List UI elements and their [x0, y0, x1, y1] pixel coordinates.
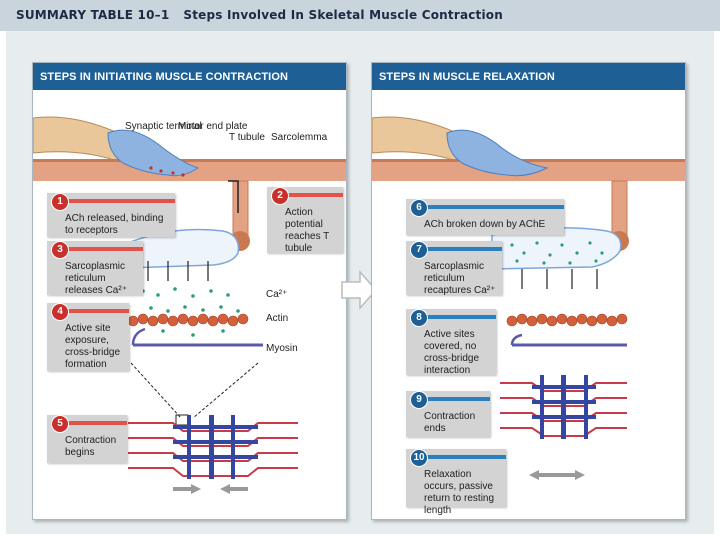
label-synaptic-terminal: Synaptic terminal [125, 121, 202, 132]
step-1-box: 1 ACh released, binding to receptors [47, 193, 175, 237]
actin-filament [506, 313, 628, 327]
summary-table-title: Steps Involved In Skeletal Muscle Contra… [183, 8, 503, 22]
step-5-box: 5 Contraction begins [47, 415, 127, 463]
summary-table-label: SUMMARY TABLE 10–1 [16, 8, 170, 22]
ach-dot [159, 169, 163, 173]
sarcolemma-edge [372, 159, 685, 162]
ach-dot [149, 166, 153, 170]
step-4-box: 4 Active site exposure, cross-bridge for… [47, 303, 129, 371]
step-bar [287, 193, 343, 197]
myosin-head [131, 327, 146, 346]
header-title: SUMMARY TABLE 10–1 Steps Involved In Skel… [16, 8, 503, 22]
sarcolemma-edge [33, 159, 346, 162]
step-4-text: Active site exposure, cross-bridge forma… [65, 323, 121, 370]
step-7-text: Sarcoplasmic reticulum recaptures Ca²⁺ [424, 261, 496, 296]
label-calcium: Ca²⁺ [266, 289, 288, 300]
relaxation-arrowhead-right [575, 470, 585, 480]
step-4-number: 4 [51, 303, 69, 321]
left-panel-title: STEPS IN INITIATING MUSCLE CONTRACTION [33, 63, 346, 90]
step-bar [67, 247, 143, 251]
step-10-number: 10 [410, 449, 428, 467]
actin-filament [127, 313, 249, 327]
step-10-box: 10 Relaxation occurs, passive return to … [406, 449, 506, 516]
step-1-number: 1 [51, 193, 69, 211]
calcium-dots [141, 287, 240, 337]
step-bar [426, 315, 496, 319]
relaxation-arrowhead-left [529, 470, 539, 480]
step-8-box: 8 Active sites covered, no cross-bridge … [406, 309, 496, 376]
ach-dot [171, 171, 175, 175]
label-actin: Actin [266, 313, 289, 324]
step-bar [67, 309, 129, 313]
step-bar [67, 199, 175, 203]
step-5-number: 5 [51, 415, 69, 433]
action-potential-arrow [228, 180, 239, 213]
label-myosin: Myosin [266, 343, 298, 354]
label-motor-end-plate: Motor end plate [178, 121, 248, 132]
step-1-text: ACh released, binding to receptors [65, 213, 164, 236]
sarcomere-relaxed [500, 375, 627, 439]
zoom-line [130, 362, 182, 419]
right-panel-title: STEPS IN MUSCLE RELAXATION [372, 63, 685, 90]
label-t-tubule: T tubule [229, 132, 265, 143]
step-8-number: 8 [410, 309, 428, 327]
step-3-text: Sarcoplasmic reticulum releases Ca²⁺ [65, 261, 127, 296]
step-3-number: 3 [51, 241, 69, 259]
left-panel: STEPS IN INITIATING MUSCLE CONTRACTION [32, 62, 347, 520]
step-bar [426, 455, 506, 459]
contraction-arrowhead-right [191, 484, 201, 494]
label-sarcolemma: Sarcolemma [271, 132, 328, 143]
right-panel-illustration [372, 116, 685, 480]
calcium-recapture-arrows [521, 269, 598, 289]
transition-arrow-icon [341, 270, 378, 310]
step-2-box: 2 Action potential reaches T tubule [267, 187, 343, 254]
step-7-box: 7 Sarcoplasmic reticulum recaptures Ca²⁺ [406, 241, 502, 296]
step-3-box: 3 Sarcoplasmic reticulum releases Ca²⁺ [47, 241, 143, 296]
step-9-box: 9 Contraction ends [406, 391, 490, 437]
sarcomere-contracting [128, 415, 298, 479]
step-10-text: Relaxation occurs, passive return to res… [424, 469, 495, 516]
step-bar [67, 421, 127, 425]
step-5-text: Contraction begins [65, 435, 117, 458]
contraction-arrowhead-left [220, 484, 230, 494]
zoom-box [175, 414, 189, 426]
motor-end-plate [446, 129, 549, 177]
step-6-text: ACh broken down by AChE [424, 219, 546, 230]
calcium-dots-stored [510, 241, 604, 265]
step-bar [426, 397, 490, 401]
myosin-head [510, 333, 523, 346]
step-2-text: Action potential reaches T tubule [285, 207, 330, 254]
step-8-text: Active sites covered, no cross-bridge in… [424, 329, 480, 376]
step-bar [426, 205, 564, 209]
zoom-line [192, 362, 259, 419]
step-9-text: Contraction ends [424, 411, 476, 434]
step-9-number: 9 [410, 391, 428, 409]
calcium-release-arrows [147, 261, 209, 281]
header-bar: SUMMARY TABLE 10–1 Steps Involved In Skel… [0, 0, 720, 31]
step-6-number: 6 [410, 199, 428, 217]
step-7-number: 7 [410, 241, 428, 259]
step-bar [426, 247, 502, 251]
step-2-number: 2 [271, 187, 289, 205]
step-6-box: 6 ACh broken down by AChE [406, 199, 564, 235]
ach-dot [181, 173, 185, 177]
right-panel: STEPS IN MUSCLE RELAXATION [371, 62, 686, 520]
left-panel-illustration [33, 116, 346, 494]
